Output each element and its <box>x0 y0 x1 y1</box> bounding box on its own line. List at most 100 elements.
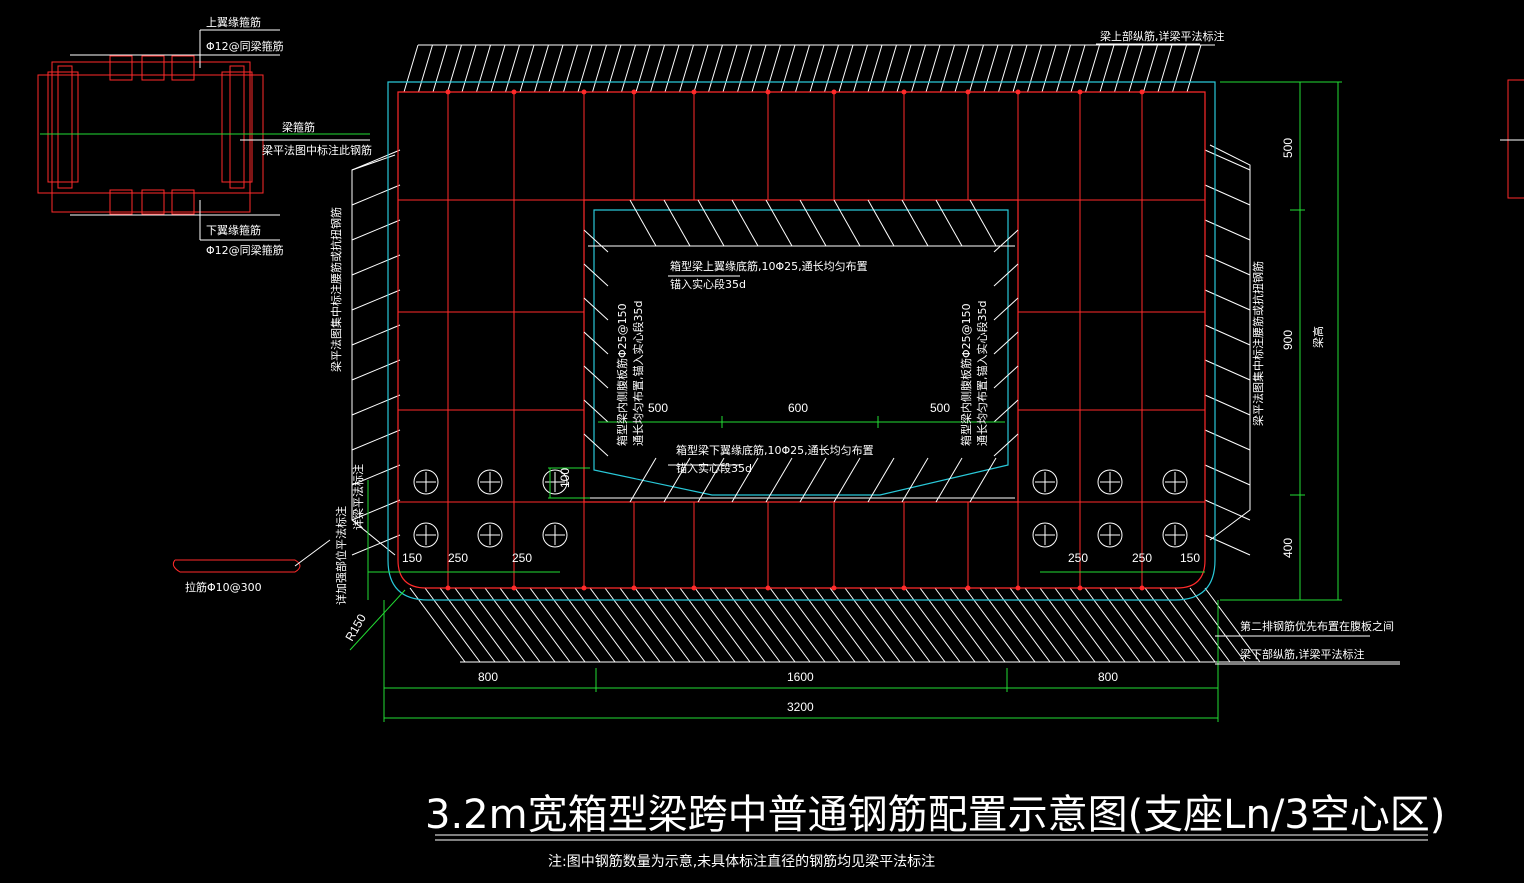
hatch-line <box>1129 587 1186 663</box>
dim-right-900: 900 <box>1281 330 1295 350</box>
hatch-line <box>882 44 897 93</box>
hatch-line <box>979 587 1036 663</box>
hatch-line <box>911 44 926 93</box>
hatch-line <box>514 587 571 663</box>
hatch-line <box>403 44 419 93</box>
inner-leader <box>629 457 657 503</box>
hatch-line <box>934 587 991 663</box>
inner-leader <box>867 199 895 247</box>
right-web-bars-label-1: 箱型梁内侧腹板筋Φ25@150 <box>959 303 973 446</box>
inner-leader <box>993 297 1019 321</box>
inner-leader <box>731 199 759 247</box>
hatch-line <box>1143 44 1158 93</box>
hatch-line <box>751 44 767 93</box>
inner-leader <box>901 199 929 247</box>
hatch-line <box>1054 587 1111 663</box>
longitudinal-bar <box>477 522 503 548</box>
right-side-bars-label: 梁平法图集中标注腰筋或抗扭钢筋 <box>1251 261 1265 426</box>
hatch-line <box>867 44 883 93</box>
side-leader <box>1204 429 1251 451</box>
inner-top-flange-label-2: 锚入实心段35d <box>670 277 746 291</box>
longitudinal-bar <box>1097 469 1123 495</box>
inner-leader <box>901 457 929 503</box>
radius-label: R150 <box>342 611 369 643</box>
hatch-line <box>925 44 941 93</box>
hatch-line <box>824 44 839 93</box>
hatch-line <box>1172 44 1187 93</box>
hatch-line <box>708 44 723 93</box>
dim-bottom-800-left: 800 <box>478 670 498 684</box>
longitudinal-bar <box>1032 522 1058 548</box>
hatch-line <box>904 587 961 663</box>
hatch-line <box>1056 44 1071 93</box>
hatch-line <box>409 587 466 663</box>
hatch-line <box>454 587 511 663</box>
longitudinal-bar <box>1032 469 1058 495</box>
inner-leader <box>765 199 793 247</box>
side-leader <box>351 429 401 451</box>
rebar-grid <box>398 89 1205 591</box>
side-leader <box>351 534 401 556</box>
hatch-line <box>874 587 931 663</box>
drawing-title: 3.2m宽箱型梁跨中普通钢筋配置示意图(支座Ln/3空心区) <box>425 792 1445 838</box>
hatch-line <box>1012 44 1028 93</box>
hatch-line <box>604 587 661 663</box>
top-hatching <box>403 44 1202 93</box>
longitudinal-bar <box>1162 469 1188 495</box>
hatch-line <box>1009 587 1066 663</box>
inner-leader <box>969 457 997 503</box>
side-leader <box>1204 184 1251 206</box>
inner-leader <box>583 433 609 457</box>
left-web-bars-label-2: 通长均匀布置,锚入实心段35d <box>631 301 645 446</box>
dim-bottom-3200: 3200 <box>787 700 814 714</box>
hoop-bottom-spec: Φ12@同梁箍筋 <box>206 243 284 257</box>
inner-leader <box>969 199 997 247</box>
hatch-line <box>529 587 586 663</box>
inner-leader <box>993 433 1019 457</box>
hatch-line <box>1070 44 1086 93</box>
hatch-line <box>634 587 691 663</box>
longitudinal-bar <box>413 469 439 495</box>
hatch-line <box>769 587 826 663</box>
inner-leader <box>935 457 963 503</box>
hoop-top-label: 上翼缘箍筋 <box>206 15 261 29</box>
dim-spacing-150-right: 150 <box>1180 551 1200 565</box>
hatch-line <box>809 44 825 93</box>
hatch-line <box>559 587 616 663</box>
longitudinal-bar <box>1097 522 1123 548</box>
top-long-bars-label: 梁上部纵筋,详梁平法标注 <box>1100 29 1225 43</box>
side-leaders <box>351 149 1251 556</box>
hoop-stirrup-label: 梁箍筋 <box>282 120 315 134</box>
hatch-line <box>519 44 535 93</box>
inner-bottom-flange-label-2: 锚入实心段35d <box>676 461 752 475</box>
inner-leaders <box>583 199 1019 503</box>
dim-inner-600: 600 <box>788 401 808 415</box>
second-row-note: 第二排钢筋优先布置在腹板之间 <box>1240 619 1394 633</box>
hatch-line <box>1039 587 1096 663</box>
side-leader <box>1204 324 1251 346</box>
hatch-line <box>424 587 481 663</box>
hatch-line <box>994 587 1051 663</box>
longitudinal-bars <box>413 469 1188 548</box>
hatch-line <box>499 587 556 663</box>
hatch-line <box>859 587 916 663</box>
hatch-line <box>1204 587 1261 663</box>
hatch-line <box>780 44 796 93</box>
hatch-line <box>621 44 636 93</box>
corner-detail-label-1: 详加强部位平法标注 <box>334 506 348 605</box>
hatch-line <box>1027 44 1042 93</box>
hatch-line <box>1099 44 1115 93</box>
hatch-line <box>838 44 854 93</box>
hatch-line <box>650 44 665 93</box>
inner-leader <box>583 365 609 389</box>
hatch-line <box>679 44 694 93</box>
hatch-line <box>447 44 462 93</box>
section-outline <box>387 81 1216 601</box>
tie-bar-shape <box>172 559 301 573</box>
side-leader <box>1204 289 1251 311</box>
hatch-line <box>1174 587 1231 663</box>
hatch-line <box>766 44 781 93</box>
rebar-outer <box>397 91 1206 589</box>
side-leader <box>1204 534 1251 556</box>
